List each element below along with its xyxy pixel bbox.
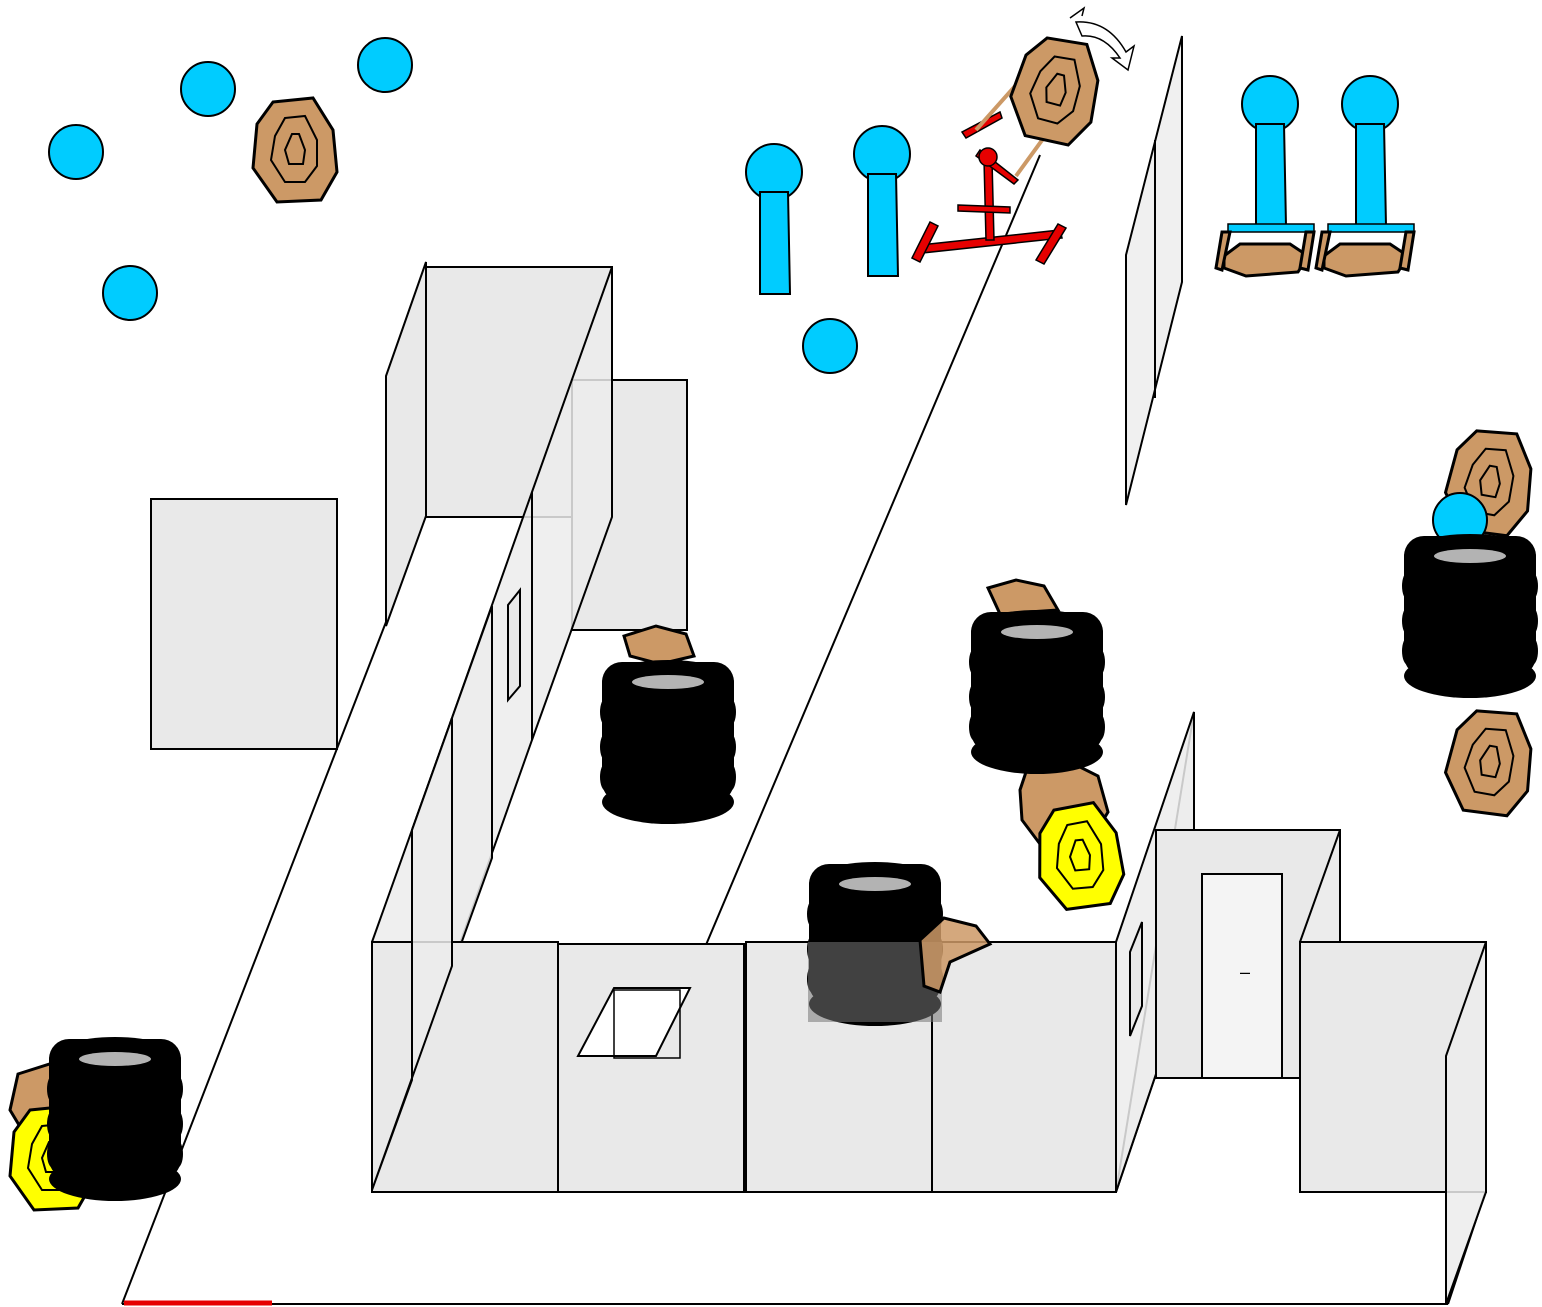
- port-window-icon: [1129, 921, 1143, 1037]
- popper-icon: [745, 143, 803, 295]
- door-icon: –: [1201, 873, 1283, 1079]
- steel-target-icon: [1438, 701, 1542, 823]
- front-wall-row: [371, 717, 1117, 1193]
- steel-target-icon: [1000, 27, 1112, 153]
- plate-icon: [802, 318, 858, 374]
- upper-wall-group: [385, 261, 688, 741]
- rotation-arrow-icon: [1069, 6, 1136, 72]
- swinger-icon: [910, 27, 1112, 265]
- popper-icon: [1341, 75, 1399, 227]
- plate-icon: [180, 61, 236, 117]
- popper-group-right: [1214, 75, 1416, 278]
- lane-line: [669, 154, 1041, 1031]
- tire-stack-icon: [600, 660, 736, 824]
- steel-target-icon: [985, 578, 1061, 616]
- door-handle-label: –: [1240, 962, 1250, 982]
- plate-icon: [102, 265, 158, 321]
- plate-group: [48, 37, 858, 374]
- popper-icon: [853, 125, 911, 277]
- port-window-upper: [507, 587, 521, 703]
- right-vertical-wall: [1125, 35, 1183, 506]
- popper-group-top: [745, 125, 911, 295]
- port-window-icon: [576, 987, 692, 1059]
- popper-base-left: [1214, 223, 1316, 278]
- popper-icon: [1241, 75, 1299, 227]
- plate-icon: [48, 124, 104, 180]
- popper-base-right: [1314, 223, 1416, 278]
- steel-target-icon: [918, 916, 993, 994]
- steel-target-icon: [251, 96, 339, 204]
- left-panel-wall: [150, 498, 338, 750]
- plate-icon: [357, 37, 413, 93]
- tire-stack-behind-wall: [807, 862, 993, 1026]
- tire-stack-icon: [47, 1037, 183, 1201]
- tire-stack-icon: [969, 610, 1105, 774]
- door-room: –: [1115, 711, 1487, 1305]
- tire-stack-icon: [1402, 534, 1538, 698]
- steel-target-icon: [622, 624, 696, 666]
